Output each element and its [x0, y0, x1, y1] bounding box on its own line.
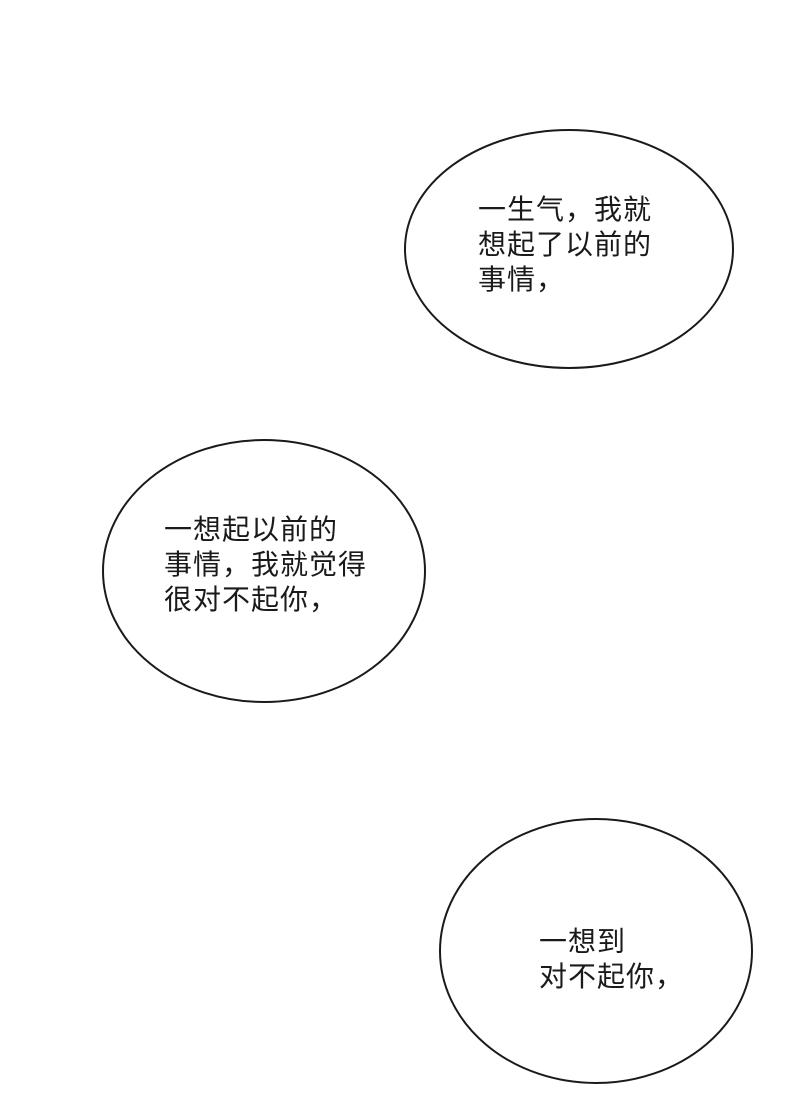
bubble-text-line: 想起了以前的 — [478, 228, 653, 261]
bubble-text-line: 事情，我就觉得 — [164, 548, 368, 581]
bubble-text-line: 很对不起你， — [164, 583, 339, 616]
bubble-text-line: 一想起以前的 — [164, 513, 339, 546]
speech-bubble-2 — [102, 439, 426, 703]
bubble-1-text: 一生气，我就 想起了以前的 事情， — [478, 192, 652, 297]
speech-bubble-3 — [439, 818, 753, 1084]
bubble-3-text: 一想到 对不起你， — [539, 924, 684, 994]
bubble-text-line: 一生气，我就 — [478, 193, 653, 226]
speech-bubble-1 — [404, 129, 734, 369]
bubble-text-line: 事情， — [478, 263, 566, 296]
bubble-text-line: 一想到 — [539, 925, 627, 958]
bubble-text-line: 对不起你， — [539, 960, 685, 993]
bubble-2-text: 一想起以前的 事情，我就觉得 很对不起你， — [164, 512, 367, 617]
